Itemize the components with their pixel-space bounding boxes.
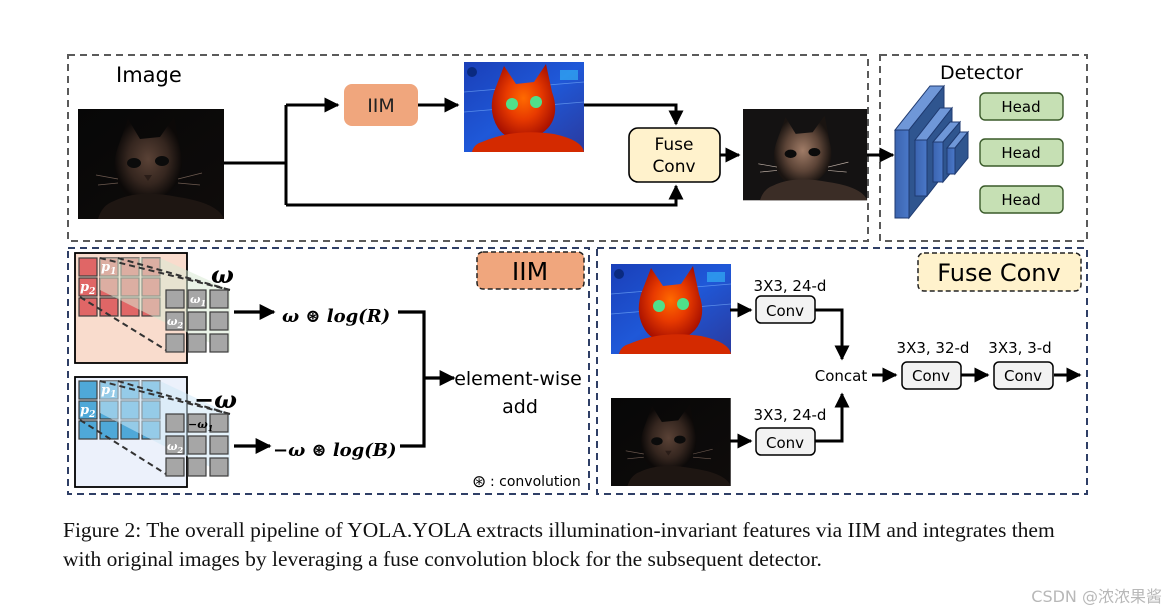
neg-omega-symbol: −ω (194, 385, 237, 414)
elementwise-line2: add (502, 396, 538, 418)
input-dark-image (77, 108, 225, 220)
fuse-heatmap-image (610, 263, 732, 355)
red-p2: p2 (80, 280, 95, 297)
iim-block (344, 84, 418, 126)
top-panel-border (67, 54, 869, 242)
iim-connectors (234, 304, 456, 454)
red-p1: p1 (101, 260, 116, 277)
fuse-conv-block-line1: Fuse (655, 135, 694, 155)
conv2-box (901, 361, 962, 390)
expr-bottom: −ω ⊛ log(B) (273, 440, 397, 461)
image-label: Image (116, 63, 182, 87)
head-box-1 (979, 92, 1064, 121)
fuse-panel-border (596, 247, 1088, 495)
pipeline-diagram: Image Detector IIM Fuse Conv (67, 54, 1088, 495)
detector-label: Detector (940, 62, 1023, 84)
fuse-conv-block (628, 127, 721, 183)
blue-weight-kernel (165, 413, 229, 477)
watermark: CSDN @浓浓果酱 (1031, 587, 1162, 606)
red-weight-kernel (165, 289, 229, 353)
conv2-label: Conv (912, 367, 950, 385)
conv-bottom-spec: 3X3, 24-d (754, 406, 827, 424)
convolution-legend-text: : convolution (490, 474, 581, 490)
fuse-connectors (730, 302, 1082, 449)
detector-backbone (893, 84, 970, 220)
detector-panel-border (879, 54, 1088, 242)
detection-heads: Head Head Head (979, 92, 1064, 214)
conv-top-box (755, 295, 816, 324)
illumination-invariant-map (463, 61, 585, 153)
fuse-conv-block-line2: Conv (652, 157, 695, 177)
elementwise-line1: element-wise (454, 368, 582, 390)
fuse-dark-image (610, 397, 732, 487)
iim-panel-border (67, 247, 590, 495)
blue-p1: p1 (101, 383, 116, 400)
conv3-label: Conv (1004, 367, 1042, 385)
iim-panel-title-box (476, 251, 585, 290)
figure-caption: Figure 2: The overall pipeline of YOLA.Y… (63, 518, 1055, 571)
head-box-3 (979, 185, 1064, 214)
iim-panel-title: IIM (512, 257, 548, 286)
iim-block-label: IIM (367, 95, 395, 117)
top-connectors (224, 97, 895, 207)
convolution-legend-symbol: ⊛ (472, 472, 486, 492)
conv3-box (993, 361, 1054, 390)
conv3-spec: 3X3, 3-d (988, 339, 1051, 357)
conv-top-spec: 3X3, 24-d (754, 277, 827, 295)
head-label-3: Head (1001, 191, 1040, 209)
omega-symbol: ω (211, 260, 234, 289)
fused-output-image (743, 109, 868, 201)
fuse-panel-title: Fuse Conv (937, 259, 1060, 287)
fuse-panel-title-box (917, 252, 1082, 292)
head-label-2: Head (1001, 144, 1040, 162)
blue-p2: p2 (80, 403, 95, 420)
conv2-spec: 3X3, 32-d (897, 339, 970, 357)
blue-neg-w1: −ω1 (188, 418, 213, 433)
blue-w2: ω2 (167, 440, 183, 455)
concat-label: Concat (815, 367, 868, 385)
red-projection-lines (79, 257, 231, 351)
conv-bottom-label: Conv (766, 434, 804, 452)
blue-projection-lines (79, 380, 231, 475)
head-box-2 (979, 138, 1064, 167)
red-w2: ω2 (167, 315, 183, 330)
expr-top: ω ⊛ log(R) (282, 306, 390, 327)
conv-bottom-box (755, 427, 816, 456)
red-w1: ω1 (190, 293, 206, 308)
head-label-1: Head (1001, 98, 1040, 116)
conv-top-label: Conv (766, 302, 804, 320)
